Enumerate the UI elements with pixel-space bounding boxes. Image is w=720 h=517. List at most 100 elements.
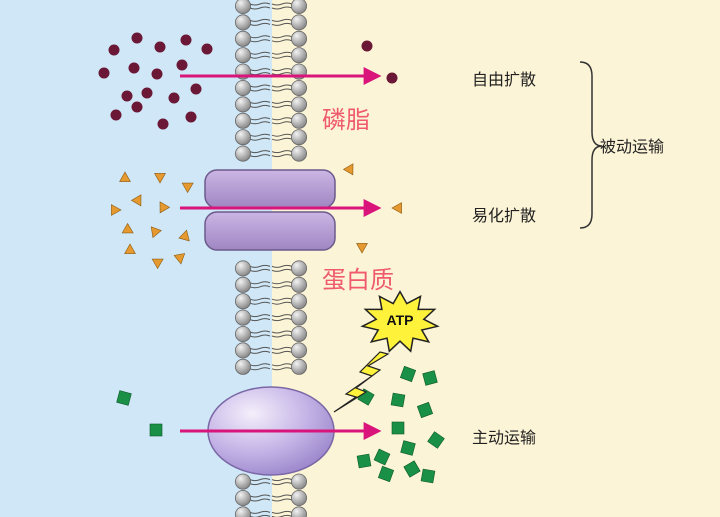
dot-molecule xyxy=(98,67,110,79)
triangle-molecule xyxy=(178,229,190,242)
lipid-tail xyxy=(271,154,293,158)
channel-protein xyxy=(204,169,336,251)
dot-molecule xyxy=(185,111,197,123)
lipid-head xyxy=(290,276,307,293)
lipid-head xyxy=(290,473,307,490)
triangle-molecule xyxy=(356,243,368,254)
lipid-tail xyxy=(249,346,271,350)
square-molecule xyxy=(391,421,405,435)
lipid-tail xyxy=(249,150,271,154)
lipid-tail xyxy=(271,264,293,268)
lipid-head xyxy=(290,489,307,506)
lipid-tail xyxy=(249,297,271,301)
lipid-head xyxy=(234,342,251,359)
lipid-tail xyxy=(249,137,271,141)
phospholipid-heads xyxy=(234,0,307,517)
lipid-tail xyxy=(271,346,293,350)
lipid-head xyxy=(290,80,307,97)
lipid-tail xyxy=(271,150,293,154)
lipid-head xyxy=(290,309,307,326)
lipid-head xyxy=(235,0,251,14)
lipid-tail xyxy=(249,314,271,318)
lipid-tail xyxy=(249,2,271,6)
ion-molecules xyxy=(111,163,402,270)
lipid-tail xyxy=(271,482,293,486)
dot-molecule xyxy=(361,40,373,52)
lipid-tail xyxy=(249,478,271,482)
square-molecule xyxy=(149,423,163,437)
lipid-tail xyxy=(271,121,293,125)
energy-bolt-icon xyxy=(333,351,390,413)
lipid-head xyxy=(290,129,307,146)
square-molecule xyxy=(377,465,395,483)
triangle-molecule xyxy=(391,202,402,214)
atp-burst-icon xyxy=(360,290,440,353)
square-molecule xyxy=(420,468,436,484)
square-molecule xyxy=(373,448,391,466)
lipid-tail xyxy=(249,35,271,39)
lipid-tail xyxy=(271,314,293,318)
lipid-tail xyxy=(271,478,293,482)
lipid-tail xyxy=(271,350,293,354)
lipid-tail xyxy=(271,51,293,55)
lipid-tail xyxy=(249,88,271,92)
lipid-tail xyxy=(249,510,271,514)
triangle-molecule xyxy=(130,194,142,207)
lipid-tail xyxy=(249,6,271,10)
square-molecule xyxy=(427,431,445,449)
lipid-tail xyxy=(249,133,271,137)
lipid-head xyxy=(291,0,307,14)
dot-molecule xyxy=(201,43,213,55)
lipid-tail xyxy=(271,363,293,367)
lipid-tail xyxy=(249,301,271,305)
lipid-head xyxy=(234,112,251,129)
free-diffusion-label: 自由扩散 xyxy=(472,70,537,89)
lipid-tail xyxy=(249,39,271,43)
lipid-tail xyxy=(271,68,293,72)
lipid-tail xyxy=(271,494,293,498)
lipid-tail xyxy=(249,154,271,158)
lipid-tail xyxy=(249,117,271,121)
dot-molecule xyxy=(141,87,153,99)
phospholipid-label: 磷脂 xyxy=(322,106,370,134)
lipid-tail xyxy=(271,334,293,338)
lipid-tail xyxy=(249,55,271,59)
active-transport-label: 主动运输 xyxy=(472,428,537,447)
lipid-tail xyxy=(249,494,271,498)
lipid-tails xyxy=(249,2,293,517)
lipid-tail xyxy=(271,84,293,88)
lipid-head xyxy=(291,506,307,517)
lipid-head xyxy=(234,325,251,342)
dot-molecule xyxy=(176,59,188,71)
lipid-head xyxy=(290,30,307,47)
lipid-tail xyxy=(271,285,293,289)
square-molecule xyxy=(400,440,416,456)
lipid-tail xyxy=(249,514,271,517)
square-molecule xyxy=(116,390,132,406)
lipid-tail xyxy=(271,39,293,43)
lipid-tail xyxy=(249,350,271,354)
dot-molecule xyxy=(128,62,140,74)
lipid-tail xyxy=(249,22,271,26)
lipid-tail xyxy=(271,133,293,137)
lipid-tail xyxy=(249,285,271,289)
lipid-tail xyxy=(271,137,293,141)
triangle-molecule xyxy=(121,222,134,234)
lipid-tail xyxy=(249,68,271,72)
dot-molecule xyxy=(121,90,133,102)
dot-molecule xyxy=(154,41,166,53)
lipid-tail xyxy=(271,2,293,6)
lipid-head xyxy=(234,30,251,47)
lipid-tail xyxy=(271,367,293,371)
lipid-head xyxy=(234,276,251,293)
dot-molecule xyxy=(386,72,398,84)
lipid-tail xyxy=(271,297,293,301)
lipid-tail xyxy=(249,367,271,371)
lipid-tail xyxy=(271,510,293,514)
lipid-head xyxy=(234,80,251,97)
lipid-head xyxy=(290,14,307,31)
lipid-tail xyxy=(271,72,293,76)
lipid-tail xyxy=(249,281,271,285)
